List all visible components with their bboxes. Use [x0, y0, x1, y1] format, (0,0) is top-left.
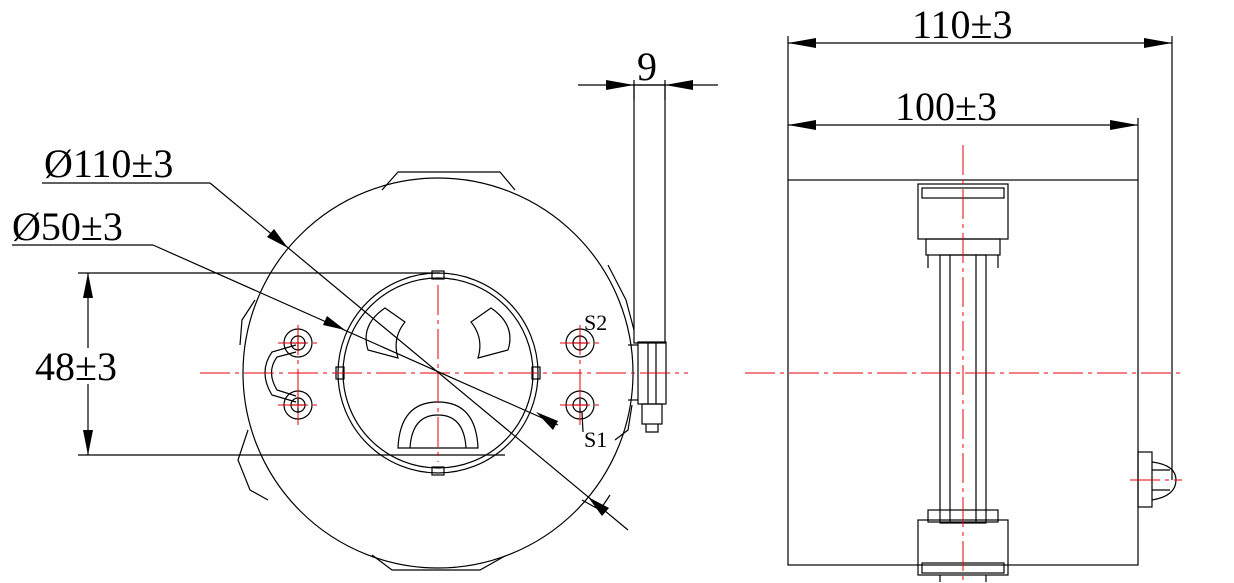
terminal-s2-label: S2 [584, 310, 607, 335]
connector-width-label: 9 [637, 44, 657, 89]
inner-diameter-label: Ø50±3 [12, 204, 123, 249]
side-connector [628, 84, 667, 433]
front-view: Ø110±3 Ø50±3 48±3 9 S1 [12, 44, 718, 571]
inner-diameter-dimension: Ø50±3 [12, 204, 559, 430]
overall-width-dimension: 110±3 [788, 2, 1172, 48]
terminal-s1-label: S1 [584, 427, 607, 452]
body-width-label: 100±3 [895, 84, 997, 129]
s1-leader [581, 411, 584, 433]
overall-width-label: 110±3 [912, 2, 1012, 47]
height-label: 48±3 [35, 344, 117, 389]
connector-width-dimension: 9 [578, 44, 718, 100]
body-width-dimension: 100±3 [788, 84, 1138, 130]
outer-diameter-dimension: Ø110±3 [42, 141, 629, 531]
wire-loop-inner [270, 351, 297, 397]
height-dimension: 48±3 [32, 273, 142, 455]
outer-diameter-label: Ø110±3 [44, 141, 173, 186]
side-view: 110±3 100±3 [745, 2, 1182, 583]
housing-tabs [237, 171, 635, 571]
